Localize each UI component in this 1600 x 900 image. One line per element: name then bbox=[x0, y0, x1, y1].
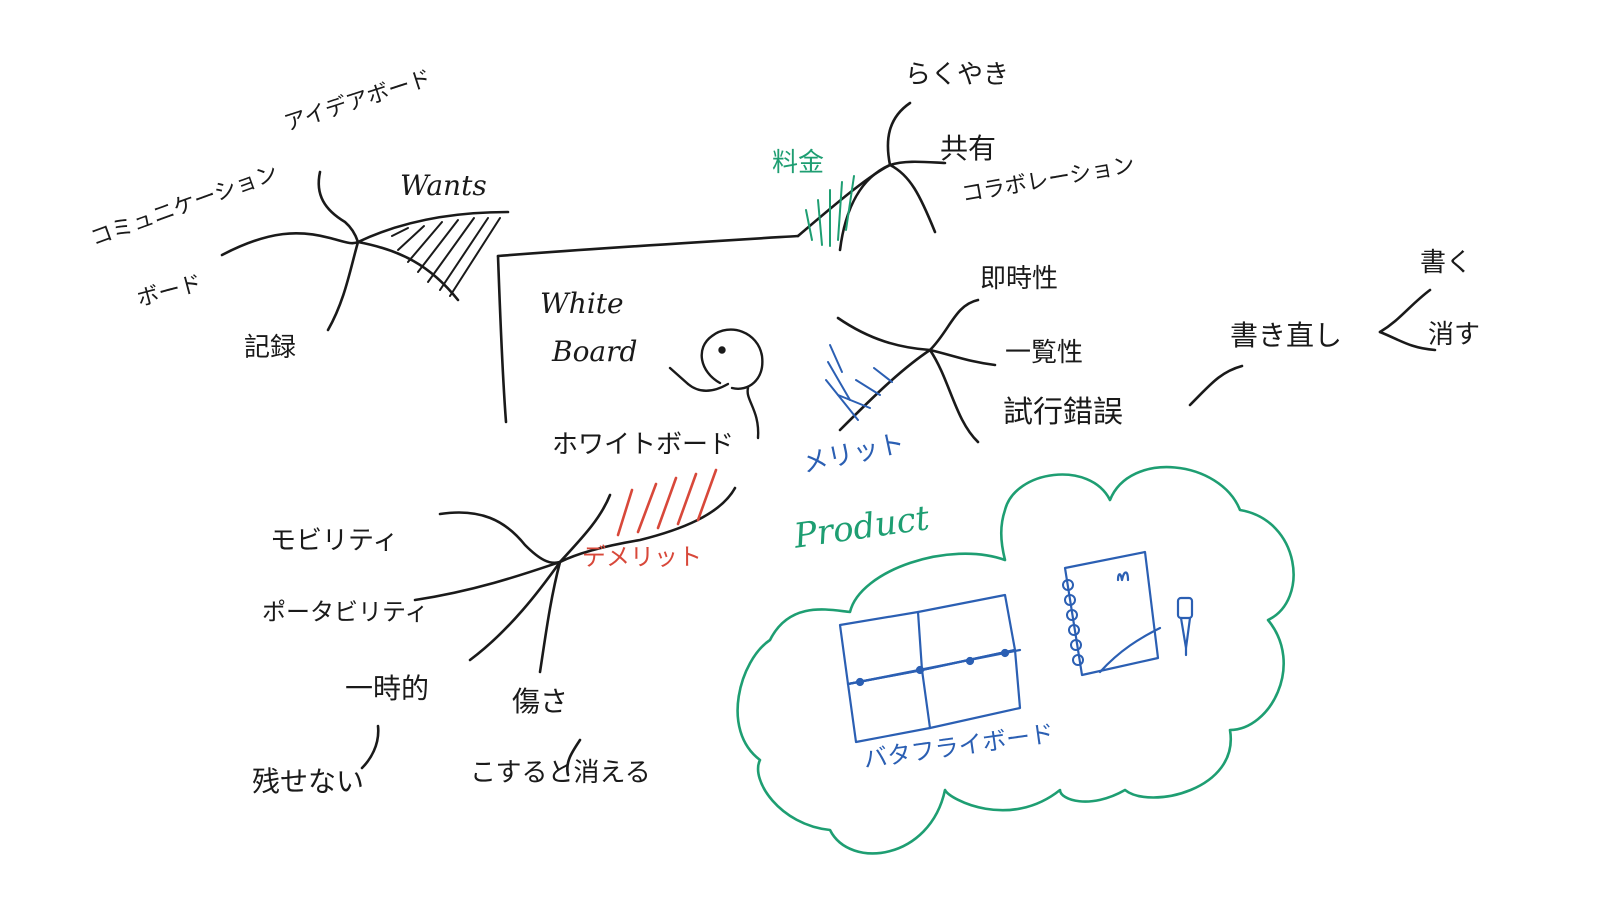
wants-label: Wants bbox=[400, 169, 487, 202]
demerit-item-portability: ポータビリティ bbox=[262, 598, 429, 626]
whiteboard-label: ホワイトボード bbox=[552, 430, 735, 460]
demerit-item-temporary: 一時的 bbox=[345, 672, 430, 705]
merit-item-trial-error: 試行錯誤 bbox=[1003, 395, 1123, 430]
pen-icon bbox=[1176, 596, 1194, 657]
cost-item-rakuyaki: らくやき bbox=[905, 60, 1010, 90]
merit-item-overview: 一覧性 bbox=[1005, 338, 1084, 368]
wants-item-record: 記録 bbox=[244, 333, 297, 363]
demerit-item-smudge: こすると消える bbox=[470, 758, 651, 788]
demerit-branches bbox=[360, 486, 737, 777]
demerit-item-fragility: 傷さ bbox=[512, 685, 569, 718]
merit-item-immediacy: 即時性 bbox=[980, 264, 1059, 294]
demerit-label: デメリット bbox=[582, 543, 702, 571]
butterfly-board-icon bbox=[838, 593, 1022, 744]
cost-hatch bbox=[805, 175, 855, 247]
wants-hatch bbox=[391, 217, 501, 297]
mascot-icon bbox=[668, 328, 764, 440]
merit-item-rewrite: 書き直し bbox=[1230, 319, 1343, 352]
demerit-item-mobility: モビリティ bbox=[270, 526, 399, 556]
center-trunk bbox=[496, 234, 800, 424]
cost-label: 料金 bbox=[772, 148, 825, 178]
notebook-icon bbox=[1062, 550, 1162, 677]
center-label-board: Board bbox=[552, 335, 638, 368]
merit-item-write: 書く bbox=[1420, 248, 1473, 278]
cost-item-share: 共有 bbox=[940, 132, 997, 165]
merit-hatch bbox=[825, 344, 893, 421]
wants-branches bbox=[220, 170, 510, 332]
product-cloud bbox=[736, 465, 1295, 855]
merit-branches bbox=[836, 288, 1437, 444]
demerit-item-cannot-keep: 残せない bbox=[252, 765, 365, 798]
demerit-hatch bbox=[616, 468, 718, 537]
center-label-white: White bbox=[540, 287, 624, 320]
merit-item-erase: 消す bbox=[1428, 320, 1481, 350]
